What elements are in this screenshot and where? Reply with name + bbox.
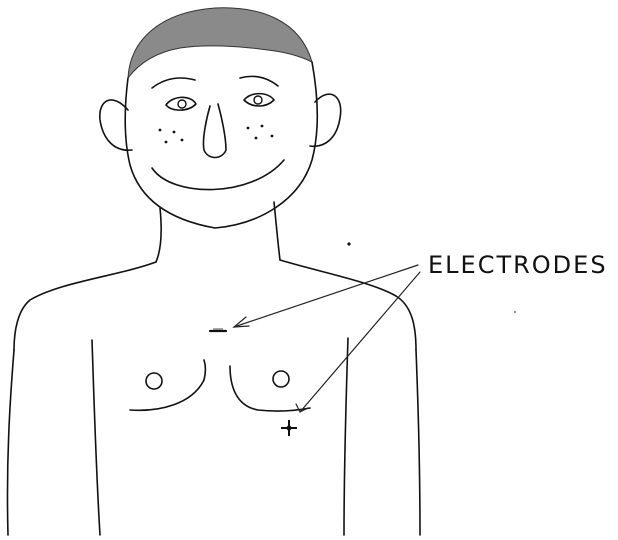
stray-mark-1	[347, 242, 350, 245]
stray-mark-2	[514, 311, 516, 313]
right-nipple	[273, 371, 289, 387]
lower-electrode	[281, 420, 297, 436]
right-torso-side	[344, 338, 348, 535]
arrowhead-upper	[234, 317, 249, 327]
left-eyebrow	[152, 78, 195, 88]
right-ear	[310, 94, 341, 146]
left-pectoral-line	[130, 360, 206, 410]
freckles	[159, 125, 274, 144]
left-shoulder	[14, 262, 156, 350]
mouth	[152, 160, 284, 190]
neck-right	[274, 202, 280, 260]
left-torso-side	[92, 340, 100, 535]
neck-left	[156, 208, 161, 262]
left-arm-outer	[7, 350, 14, 535]
right-eyebrow	[240, 76, 278, 86]
electrodes-label: ELECTRODES	[428, 251, 608, 279]
upper-electrode	[210, 329, 226, 331]
right-pectoral-line	[230, 366, 310, 411]
left-nipple	[146, 373, 162, 389]
right-pupil	[254, 96, 262, 104]
left-ear	[100, 100, 132, 150]
right-arm-outer	[416, 350, 420, 535]
callout-arrows	[234, 265, 420, 412]
hair	[128, 8, 312, 78]
nose	[203, 104, 226, 158]
left-pupil	[178, 100, 186, 108]
